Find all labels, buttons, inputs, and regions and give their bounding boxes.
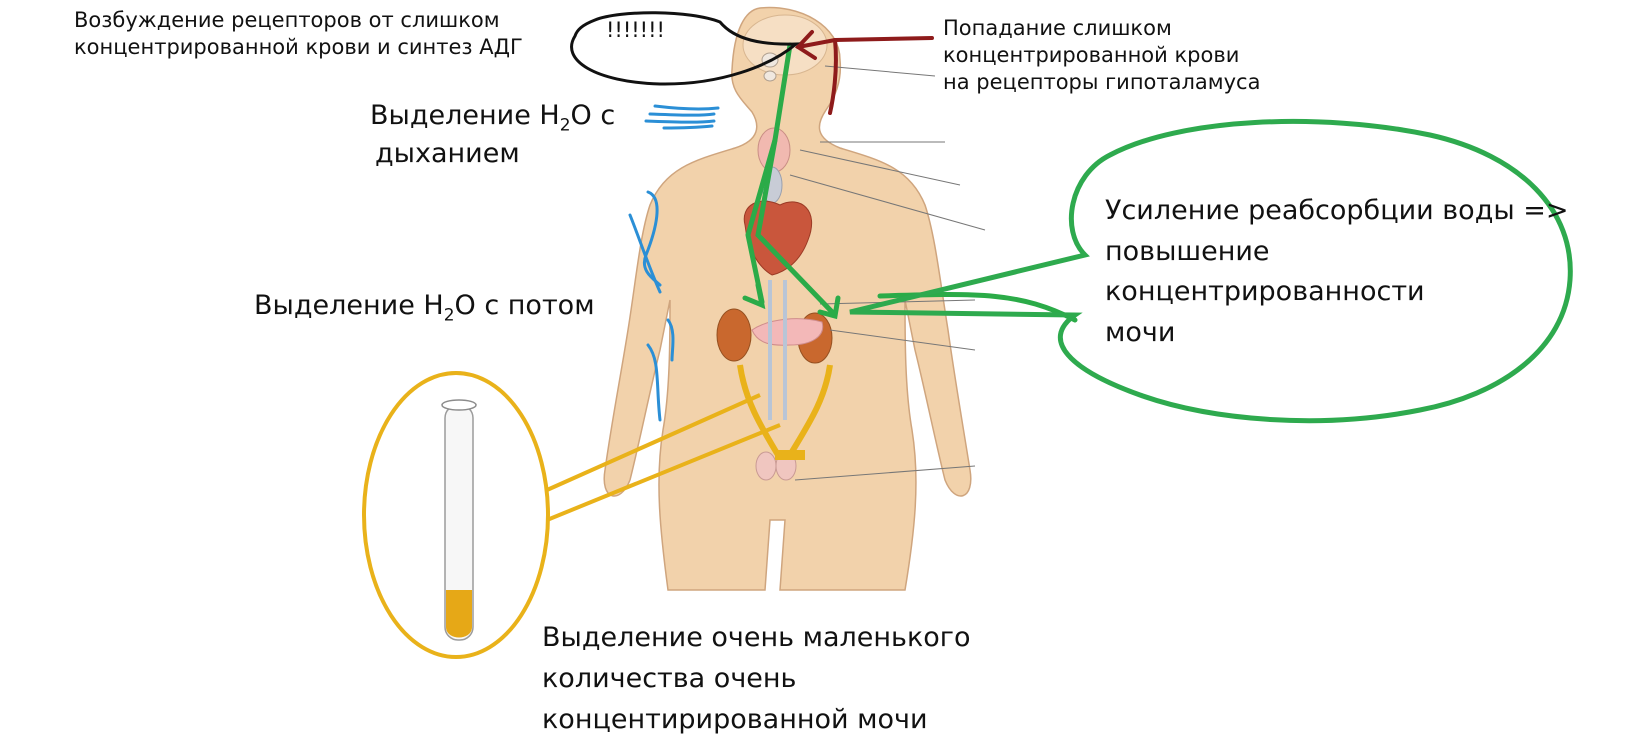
receptor-excitation-label: Возбуждение рецепторов от слишком концен… [74, 8, 523, 59]
breath-water-label: Выделение H2O с дыханием [370, 100, 616, 170]
reabsorption-label: Усиление реабсорбции воды => повышение к… [1105, 195, 1569, 348]
human-body [603, 6, 972, 591]
water-loss-sweat-strokes [628, 190, 675, 422]
blood-vessels [768, 280, 787, 420]
urine-sample-ellipse [362, 371, 781, 659]
blood-arrow [794, 30, 934, 115]
urinary-tract [737, 364, 833, 460]
urine-output-label: Выделение очень маленького количества оч… [542, 622, 971, 736]
hypothalamus-input-label: Попадание слишком концентрированной кров… [943, 16, 1261, 94]
reabsorption-ellipse [849, 118, 1573, 424]
water-loss-breath-strokes [644, 104, 720, 130]
test-tube [441, 399, 477, 641]
sweat-water-label: Выделение H2O с потом [254, 290, 595, 326]
exclamation-mark: !!!!!!! [606, 18, 665, 42]
receptor-bubble [570, 11, 801, 86]
